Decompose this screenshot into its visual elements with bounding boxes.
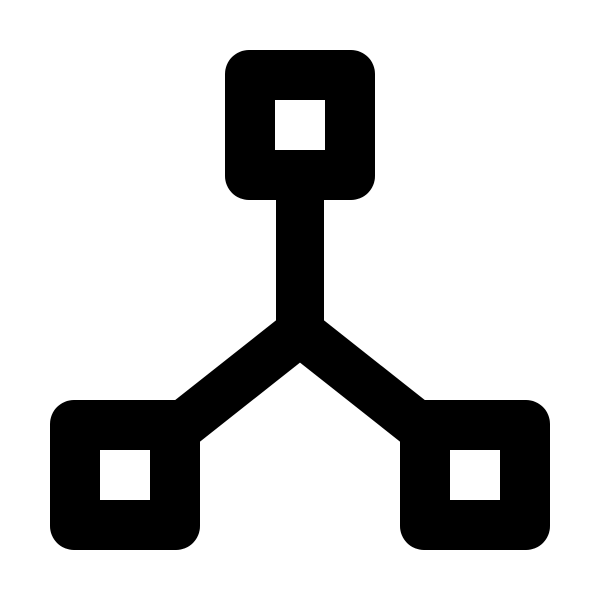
node-bottom-right (400, 400, 550, 550)
node-top-hole (275, 100, 325, 150)
connector-lines (161, 195, 439, 449)
node-bottom-left (50, 400, 200, 550)
node-top (225, 50, 375, 200)
node-bottom-left-hole (100, 450, 150, 500)
node-bottom-right-hole (450, 450, 500, 500)
